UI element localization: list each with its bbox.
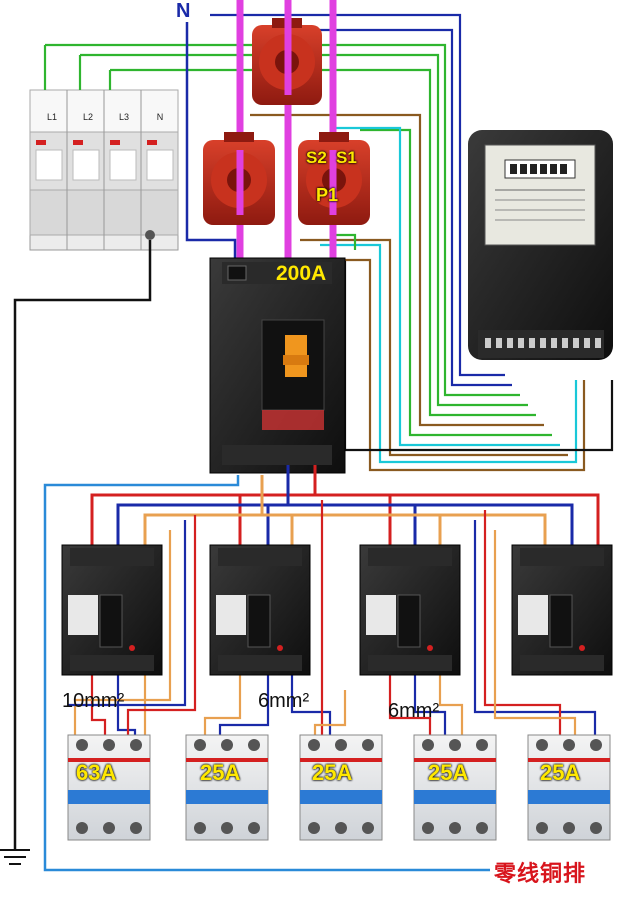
mcb-3 [299,734,383,841]
energy-meter [468,130,613,360]
distribution-bus [90,465,600,545]
mcb-2 [185,734,269,841]
main-breaker [209,257,346,474]
ct-s1-label: S1 [336,148,357,167]
mccb-4 [511,544,613,676]
ground-symbol-icon [0,849,30,865]
mccb-3 [359,544,461,676]
mcb-5-rating: 25A [540,760,581,785]
mcb-1 [67,734,151,841]
cable-size-label-6-right: 6mm² [388,700,440,722]
earth-wire [13,240,152,850]
outgoing-wires [68,500,597,745]
spd-terminal-l2: L2 [83,112,93,122]
mcb-4 [413,734,497,841]
cable-size-label-6-left: 6mm² [258,690,310,712]
main-breaker-rating: 200A [276,262,327,285]
neutral-busbar-wire [43,475,490,872]
spd-terminal-l3: L3 [119,112,129,122]
spd-feed-wires [43,45,112,90]
ct-s2-label: S2 [306,148,327,167]
cable-size-label-10: 10mm² [62,690,125,712]
ct-p1-label: P1 [316,185,339,205]
spd-terminal-n: N [157,112,164,122]
mccb-2 [209,544,311,676]
neutral-wire [185,22,237,265]
mcb-2-rating: 25A [200,760,241,785]
mcb-4-rating: 25A [428,760,469,785]
mcb-3-rating: 25A [312,760,353,785]
neutral-busbar-label: 零线铜排 [494,861,587,887]
neutral-label: N [176,0,191,22]
mcb-1-rating: 63A [76,760,117,785]
mccb-1 [61,544,163,676]
surge-protector: L1 L2 L3 N [29,89,179,251]
mcb-5 [527,734,611,841]
spd-terminal-l1: L1 [47,112,57,122]
